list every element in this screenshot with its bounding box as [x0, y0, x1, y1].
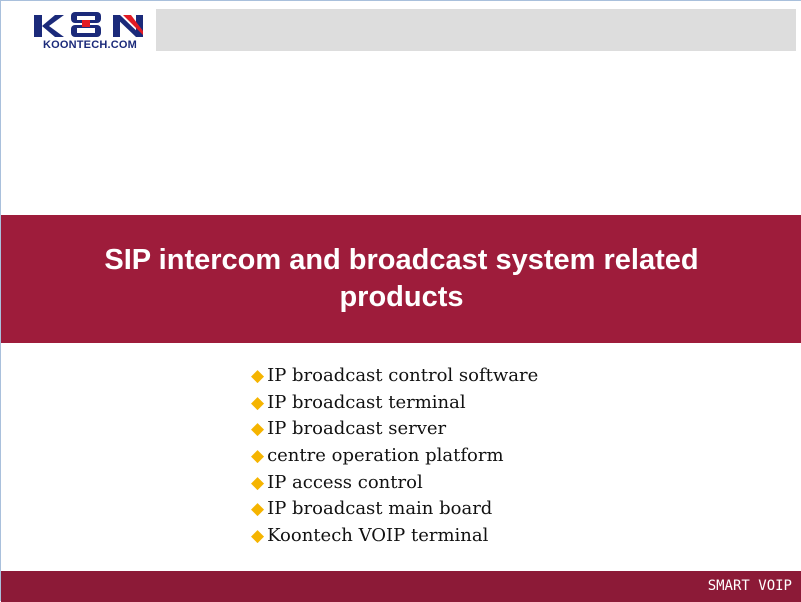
- list-item-text: IP broadcast server: [267, 418, 447, 440]
- product-list: ◆IP broadcast control software ◆IP broad…: [251, 363, 538, 550]
- diamond-bullet-icon: ◆: [251, 472, 265, 493]
- list-item: ◆IP broadcast terminal: [251, 390, 538, 417]
- diamond-bullet-icon: ◆: [251, 446, 265, 467]
- list-item-text: IP broadcast terminal: [267, 391, 466, 413]
- header-bar: [156, 9, 796, 51]
- list-item-text: IP broadcast main board: [267, 498, 493, 520]
- diamond-bullet-icon: ◆: [251, 392, 265, 413]
- list-item: ◆IP broadcast main board: [251, 496, 538, 523]
- list-item: ◆centre operation platform: [251, 443, 538, 470]
- list-item: ◆IP broadcast control software: [251, 363, 538, 390]
- list-item-text: IP access control: [267, 471, 423, 493]
- koontech-logo: KOONTECH.COM: [31, 11, 149, 53]
- list-item: ◆IP access control: [251, 470, 538, 497]
- footer-text: SMART VOIP: [707, 578, 792, 594]
- slide-title: SIP intercom and broadcast system relate…: [104, 244, 699, 313]
- list-item-text: IP broadcast control software: [267, 365, 539, 386]
- logo-mark-icon: [34, 12, 143, 37]
- list-item: ◆Koontech VOIP terminal: [251, 523, 538, 550]
- list-item-text: Koontech VOIP terminal: [267, 525, 489, 547]
- list-item-text: centre operation platform: [267, 445, 504, 467]
- list-item: ◆IP broadcast server: [251, 416, 538, 443]
- footer-band: SMART VOIP: [1, 571, 801, 602]
- diamond-bullet-icon: ◆: [251, 526, 265, 547]
- diamond-bullet-icon: ◆: [251, 366, 265, 386]
- logo-text: KOONTECH.COM: [42, 39, 138, 51]
- title-band: SIP intercom and broadcast system relate…: [1, 215, 801, 343]
- diamond-bullet-icon: ◆: [251, 419, 265, 440]
- diamond-bullet-icon: ◆: [251, 499, 265, 520]
